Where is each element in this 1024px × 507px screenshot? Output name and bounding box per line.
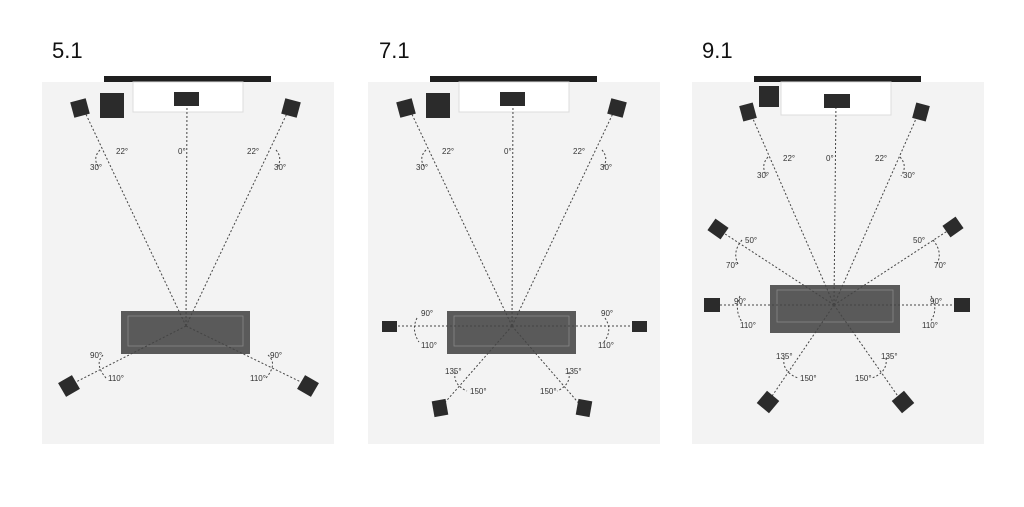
speaker-center [174,92,199,106]
angle-label: 150° [800,374,817,383]
angle-label: 135° [881,352,898,361]
angle-label: 0° [178,147,186,156]
speaker-surround-right [297,375,319,397]
layout-5-1: 22° 30° 0° 22° 30° 90° 110° 90° 110° [42,76,334,444]
angle-label: 30° [600,163,612,172]
subwoofer [426,93,450,118]
diagram-title: 5.1 [52,38,83,63]
angle-label: 22° [573,147,585,156]
angle-label: 22° [247,147,259,156]
speaker-rear-left [756,390,780,414]
speaker-front-right [912,102,930,122]
angle-label: 30° [903,171,915,180]
angle-label: 110° [108,374,124,383]
speaker-side-left [704,298,720,312]
speaker-center [500,92,525,106]
screen [430,76,597,82]
screen [104,76,271,82]
angle-label: 90° [421,309,433,318]
speaker-side-left [382,321,397,332]
diagram-7-1: 7.1 [325,0,665,507]
angle-label: 150° [855,374,872,383]
angle-label: 70° [726,261,738,270]
angle-label: 110° [922,321,938,330]
angle-label: 22° [116,147,128,156]
speaker-front-left [70,98,90,118]
angle-label: 90° [601,309,613,318]
angle-label: 90° [90,351,102,360]
speaker-front-right [281,98,301,118]
dashed-lines [389,98,637,408]
subwoofer [100,93,124,118]
room [368,82,660,444]
screen [754,76,921,82]
angle-label: 110° [740,321,756,330]
speaker-rear-right [575,398,593,418]
angle-label: 22° [442,147,454,156]
room [42,82,334,444]
angle-label: 50° [745,236,757,245]
angle-label: 30° [757,171,769,180]
angle-label: 30° [274,163,286,172]
diagram-5-1: 5.1 22° 30° 0° 22° 30° 90 [0,0,340,507]
angle-label: 70° [934,261,946,270]
speaker-front-left [739,102,757,122]
dashed-lines [712,99,961,403]
angle-label: 110° [421,341,437,350]
diagram-title: 9.1 [702,38,733,63]
angle-label: 90° [270,351,282,360]
speaker-wide-right [942,216,964,238]
speaker-center [824,94,850,108]
angle-label: 22° [875,154,887,163]
angle-label: 0° [826,154,834,163]
layout-7-1: 22° 30° 0° 22° 30° 90° 110° 90° 110° 135… [368,76,660,444]
speakers [58,92,319,397]
angle-label: 135° [445,367,462,376]
angle-label: 110° [250,374,266,383]
room [692,82,984,444]
sofa-cushion [453,315,570,347]
angle-label: 150° [470,387,487,396]
angle-label: 30° [90,163,102,172]
diagram-title: 7.1 [379,38,410,63]
sofa [447,311,576,354]
sofa [770,285,900,333]
layout-9-1: 22° 30° 0° 22° 30° 50° 70° 50° 70° 90° 1… [692,76,984,444]
angle-label: 0° [504,147,512,156]
angle-label: 90° [734,297,746,306]
angle-label: 150° [540,387,557,396]
speakers [382,92,647,418]
sofa-cushion [776,289,894,323]
speaker-wide-left [707,218,729,240]
sofa [121,311,250,354]
angle-label: 30° [416,163,428,172]
speaker-side-right [954,298,970,312]
angle-label: 90° [930,297,942,306]
diagram-9-1: 9.1 [650,0,990,507]
speaker-side-right [632,321,647,332]
angle-label: 135° [776,352,793,361]
dashed-lines [69,98,308,386]
angle-label: 22° [783,154,795,163]
subwoofer [759,86,779,107]
sofa-cushion [127,315,244,347]
angle-label: 110° [598,341,614,350]
speaker-rear-left [431,398,449,418]
speaker-front-left [396,98,416,118]
angle-label: 50° [913,236,925,245]
angle-label: 135° [565,367,582,376]
speaker-surround-left [58,375,80,397]
speaker-rear-right [891,390,915,414]
speakers [704,94,970,414]
speaker-front-right [607,98,627,118]
